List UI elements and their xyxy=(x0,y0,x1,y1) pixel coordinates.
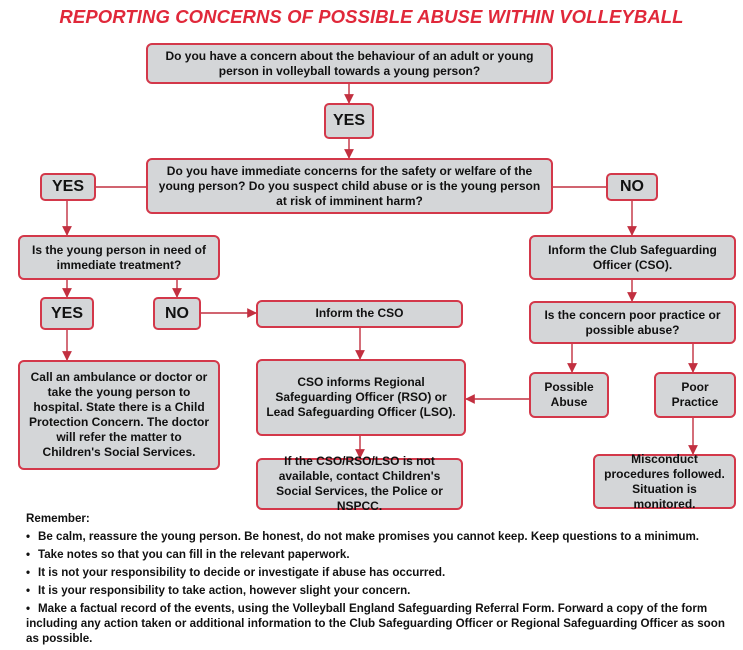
list-item: • Be calm, reassure the young person. Be … xyxy=(26,530,738,545)
bullet-icon: • xyxy=(26,584,31,598)
practice-or-abuse-question-box: Is the concern poor practice or possible… xyxy=(529,301,736,344)
immediate-concern-question-box: Do you have immediate concerns for the s… xyxy=(146,158,553,214)
remember-section: Remember: • Be calm, reassure the young p… xyxy=(26,512,738,650)
yes-answer-1: YES xyxy=(324,103,374,139)
bullet-icon: • xyxy=(26,547,31,561)
misconduct-procedures-box: Misconduct procedures followed. Situatio… xyxy=(593,452,736,511)
bullet-icon: • xyxy=(26,565,31,579)
bullet-icon: • xyxy=(26,602,31,616)
yes-answer-3: YES xyxy=(40,297,94,330)
list-item-text: It is not your responsibility to decide … xyxy=(38,565,446,579)
contact-services-box: If the CSO/RSO/LSO is not available, con… xyxy=(256,454,463,513)
treatment-question-box: Is the young person in need of immediate… xyxy=(18,235,220,280)
inform-cso-box: Inform the CSO xyxy=(256,300,463,328)
remember-list: • Be calm, reassure the young person. Be … xyxy=(26,530,738,647)
list-item: • It is not your responsibility to decide… xyxy=(26,566,738,581)
list-item: • It is your responsibility to take actio… xyxy=(26,584,738,599)
inform-club-cso-box: Inform the Club Safeguarding Officer (CS… xyxy=(529,235,736,280)
concern-question-box: Do you have a concern about the behaviou… xyxy=(146,43,553,84)
page-title: REPORTING CONCERNS OF POSSIBLE ABUSE WIT… xyxy=(59,6,684,27)
poor-practice-box: Poor Practice xyxy=(654,372,736,418)
no-answer-3: NO xyxy=(153,297,201,330)
remember-heading: Remember: xyxy=(26,512,90,525)
no-answer-2: NO xyxy=(606,173,658,201)
call-ambulance-box: Call an ambulance or doctor or take the … xyxy=(18,360,220,470)
list-item: • Take notes so that you can fill in the … xyxy=(26,548,738,563)
list-item-text: Be calm, reassure the young person. Be h… xyxy=(38,529,699,543)
list-item-text: It is your responsibility to take action… xyxy=(38,584,411,598)
list-item-text: Make a factual record of the events, usi… xyxy=(26,602,725,645)
list-item-text: Take notes so that you can fill in the r… xyxy=(38,547,350,561)
yes-answer-2: YES xyxy=(40,173,96,201)
list-item: •Make a factual record of the events, us… xyxy=(26,602,738,646)
possible-abuse-box: Possible Abuse xyxy=(529,372,609,418)
bullet-icon: • xyxy=(26,529,31,543)
cso-informs-box: CSO informs Regional Safeguarding Office… xyxy=(256,359,466,436)
